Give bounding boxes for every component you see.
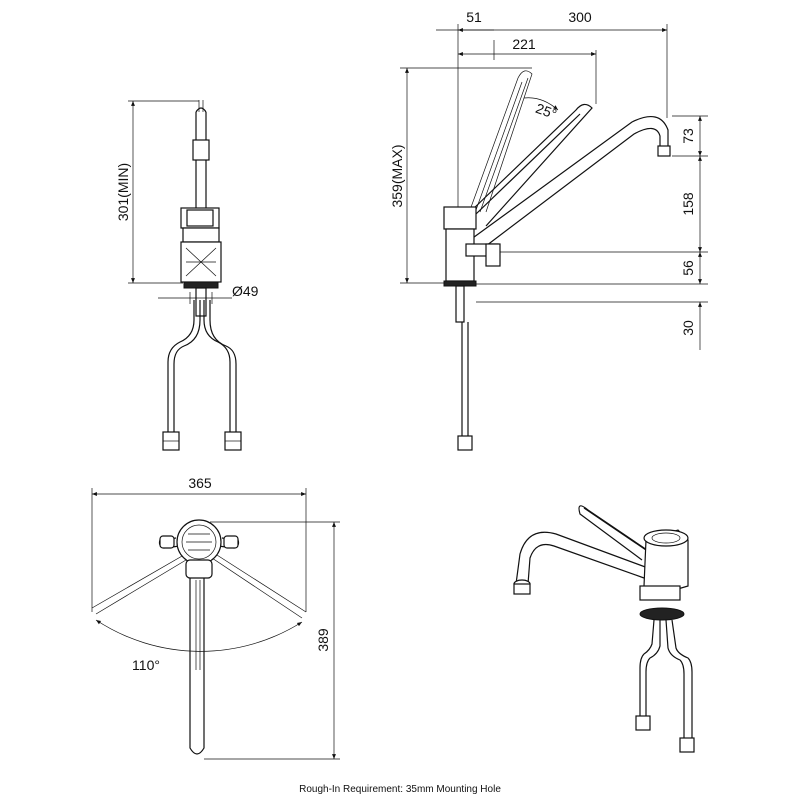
dim-diameter: Ø49 [232,283,259,299]
dim-body-height: 56 [680,260,696,276]
dim-spout-reach: 300 [568,9,592,25]
dim-front-offset: 51 [466,9,482,25]
dim-swing-width: 365 [188,475,212,491]
side-view: 301(MIN) Ø49 [115,100,259,451]
dim-lever-angle: 25° [534,100,559,122]
plan-view: 110° 365 389 [91,475,340,760]
dim-spout-height: 158 [680,192,696,216]
rough-in-caption: Rough-In Requirement: 35mm Mounting Hole [299,784,501,795]
dim-max-height: 359(MAX) [389,144,405,207]
isometric-view [513,505,695,753]
dim-spout-drop: 73 [680,128,696,144]
dim-plan-depth: 389 [315,628,331,652]
front-view: 51 300 221 25° 359(MAX) 73 158 56 30 [389,9,708,451]
dim-under-deck: 30 [680,320,696,336]
dim-swing-angle: 110° [132,657,160,673]
dim-side-height: 301(MIN) [115,163,131,221]
dim-lever-reach: 221 [512,36,536,52]
